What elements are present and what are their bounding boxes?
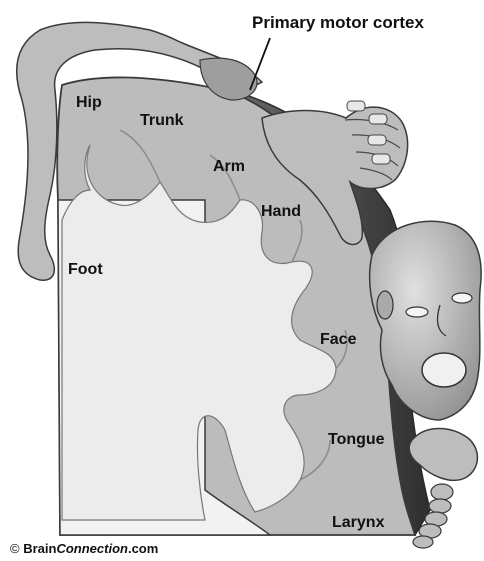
face-ear xyxy=(377,291,393,319)
fingernail-2 xyxy=(369,114,387,124)
label-tongue: Tongue xyxy=(328,432,385,448)
label-larynx: Larynx xyxy=(332,515,384,531)
fingernail-3 xyxy=(368,135,386,145)
credit-brand-b: Connection xyxy=(56,541,128,556)
title-primary-motor-cortex: Primary motor cortex xyxy=(252,14,424,31)
credit-brand-a: Brain xyxy=(23,541,56,556)
label-arm: Arm xyxy=(213,159,245,175)
face-left-eye xyxy=(406,307,428,317)
label-hip: Hip xyxy=(76,95,102,111)
label-foot: Foot xyxy=(68,262,103,278)
label-trunk: Trunk xyxy=(140,113,184,129)
label-hand: Hand xyxy=(261,204,301,220)
credit-domain: .com xyxy=(128,541,158,556)
copyright-symbol: © xyxy=(10,541,20,556)
face-open-mouth xyxy=(422,353,466,387)
fingernail-4 xyxy=(372,154,390,164)
credit-line: © BrainConnection.com xyxy=(10,541,158,556)
face-right-eye xyxy=(452,293,472,303)
fingernail-1 xyxy=(347,101,365,111)
label-face: Face xyxy=(320,332,356,348)
